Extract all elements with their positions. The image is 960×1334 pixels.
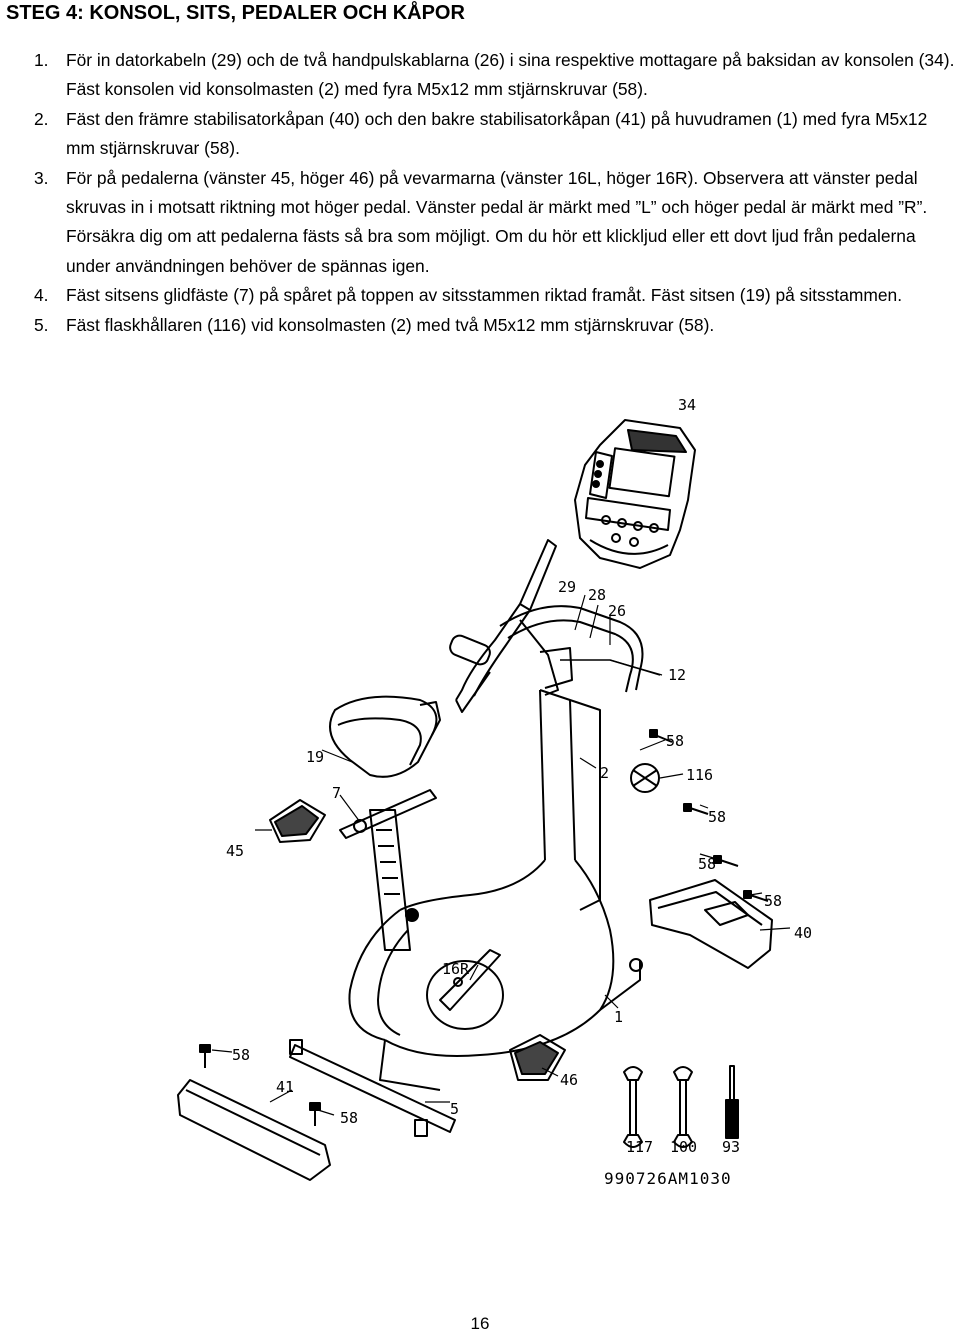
rear-stabilizer-illustration bbox=[177, 1039, 456, 1181]
step-text: För in datorkabeln (29) och de två handp… bbox=[66, 50, 955, 100]
callout-19: 19 bbox=[306, 748, 324, 766]
callout-1: 1 bbox=[614, 1008, 623, 1026]
step-2: 2. Fäst den främre stabilisatorkåpan (40… bbox=[0, 105, 960, 164]
callout-26: 26 bbox=[608, 602, 626, 620]
exploded-assembly-diagram: 34 29 28 26 12 58 2 116 58 58 58 40 19 7… bbox=[177, 396, 812, 1188]
section-heading: STEG 4: KONSOL, SITS, PEDALER OCH KÅPOR bbox=[6, 2, 465, 24]
step-5: 5. Fäst flaskhållaren (116) vid konsolma… bbox=[0, 311, 960, 340]
leader-lines bbox=[211, 594, 791, 1116]
callout-58d: 58 bbox=[764, 892, 782, 910]
seat-post-illustration bbox=[339, 789, 437, 951]
callout-16r: 16R bbox=[442, 960, 470, 978]
callout-5: 5 bbox=[450, 1100, 459, 1118]
right-pedal-illustration bbox=[509, 1034, 566, 1081]
callout-58a: 58 bbox=[666, 732, 684, 750]
callout-28: 28 bbox=[588, 586, 606, 604]
callout-29: 29 bbox=[558, 578, 576, 596]
callout-46: 46 bbox=[560, 1071, 578, 1089]
drawing-code: 990726AM1030 bbox=[604, 1169, 732, 1188]
callout-58c: 58 bbox=[698, 855, 716, 873]
step-number: 1. bbox=[34, 50, 49, 70]
step-text: Fäst sitsens glidfäste (7) på spåret på … bbox=[66, 285, 903, 306]
step-number: 4. bbox=[34, 285, 49, 306]
step-number: 2. bbox=[34, 108, 49, 129]
frame-illustration bbox=[348, 689, 643, 1091]
callout-58f: 58 bbox=[340, 1109, 358, 1127]
callout-12: 12 bbox=[668, 666, 686, 684]
step-text: Fäst flaskhållaren (116) vid konsolmaste… bbox=[66, 314, 715, 335]
step-1: 1. För in datorkabeln (29) och de två ha… bbox=[0, 46, 960, 105]
callout-116: 116 bbox=[686, 766, 713, 784]
instruction-steps: 1. För in datorkabeln (29) och de två ha… bbox=[0, 46, 960, 340]
callout-117: 117 bbox=[626, 1138, 653, 1156]
screws-illustration bbox=[199, 729, 769, 1126]
step-3: 3. För på pedalerna (vänster 45, höger 4… bbox=[0, 164, 960, 282]
step-text: Fäst den främre stabilisatorkåpan (40) o… bbox=[66, 108, 928, 159]
callout-2: 2 bbox=[600, 764, 609, 782]
callout-58e: 58 bbox=[232, 1046, 250, 1064]
callout-41: 41 bbox=[276, 1078, 294, 1096]
tools-illustration bbox=[623, 1065, 739, 1148]
seat-illustration bbox=[329, 695, 441, 778]
page-number: 16 bbox=[470, 1314, 490, 1333]
bottle-holder-illustration bbox=[630, 763, 660, 793]
front-cover-illustration bbox=[649, 879, 773, 969]
handlebar-illustration bbox=[449, 539, 661, 713]
callout-58b: 58 bbox=[708, 808, 726, 826]
callout-34: 34 bbox=[678, 396, 696, 414]
crank-illustration bbox=[426, 949, 504, 1030]
console-illustration bbox=[574, 419, 696, 569]
step-number: 3. bbox=[34, 167, 49, 188]
callout-40: 40 bbox=[794, 924, 812, 942]
callout-100: 100 bbox=[670, 1138, 697, 1156]
left-pedal-illustration bbox=[269, 799, 326, 843]
callout-7: 7 bbox=[332, 784, 341, 802]
step-text: För på pedalerna (vänster 45, höger 46) … bbox=[66, 167, 928, 276]
step-4: 4. Fäst sitsens glidfäste (7) på spåret … bbox=[0, 281, 960, 310]
callout-45: 45 bbox=[226, 842, 244, 860]
step-number: 5. bbox=[34, 314, 49, 335]
callout-93: 93 bbox=[722, 1138, 740, 1156]
